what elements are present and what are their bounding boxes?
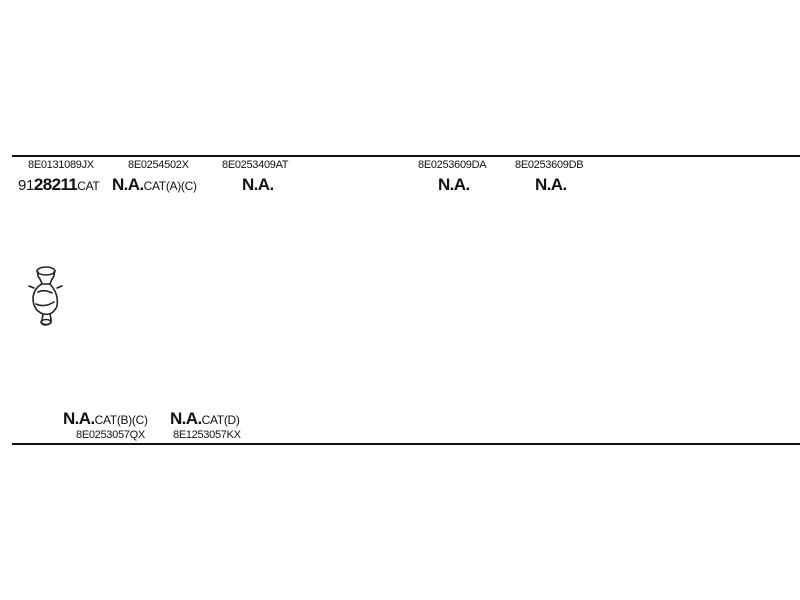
part-1-suffix: CAT <box>77 179 100 193</box>
bottom-divider-line <box>12 443 800 445</box>
part-6-article-number: N.A. <box>63 409 95 428</box>
part-6-article: N.A.CAT(B)(C) <box>63 410 148 428</box>
top-divider-line <box>12 155 800 157</box>
part-4-article-number: N.A. <box>438 175 470 194</box>
part-2-article: N.A.CAT(A)(C) <box>112 176 197 194</box>
part-1-prefix: 91 <box>18 177 34 194</box>
part-1-article: 9128211CAT <box>18 175 100 194</box>
part-6-oe-number: 8E0253057QX <box>76 429 145 441</box>
part-6-suffix: CAT(B)(C) <box>94 413 148 427</box>
part-2-suffix: CAT(A)(C) <box>143 179 197 193</box>
part-7-article-number: N.A. <box>170 409 202 428</box>
part-1-oe-number: 8E0131089JX <box>28 159 94 171</box>
part-2-article-number: N.A. <box>112 175 144 194</box>
catalytic-converter-icon <box>28 266 63 326</box>
part-5-oe-number: 8E0253609DB <box>515 159 584 171</box>
part-2-oe-number: 8E0254502X <box>128 159 189 171</box>
part-5-article: N.A. <box>535 176 567 194</box>
part-1-article-number: 28211 <box>33 175 78 194</box>
part-3-article: N.A. <box>242 176 274 194</box>
part-3-oe-number: 8E0253409AT <box>222 159 289 171</box>
part-5-article-number: N.A. <box>535 175 567 194</box>
part-7-article: N.A.CAT(D) <box>170 410 240 428</box>
part-4-article: N.A. <box>438 176 470 194</box>
part-4-oe-number: 8E0253609DA <box>418 159 487 171</box>
part-3-article-number: N.A. <box>242 175 274 194</box>
part-7-oe-number: 8E1253057KX <box>173 429 241 441</box>
part-7-suffix: CAT(D) <box>201 413 240 427</box>
